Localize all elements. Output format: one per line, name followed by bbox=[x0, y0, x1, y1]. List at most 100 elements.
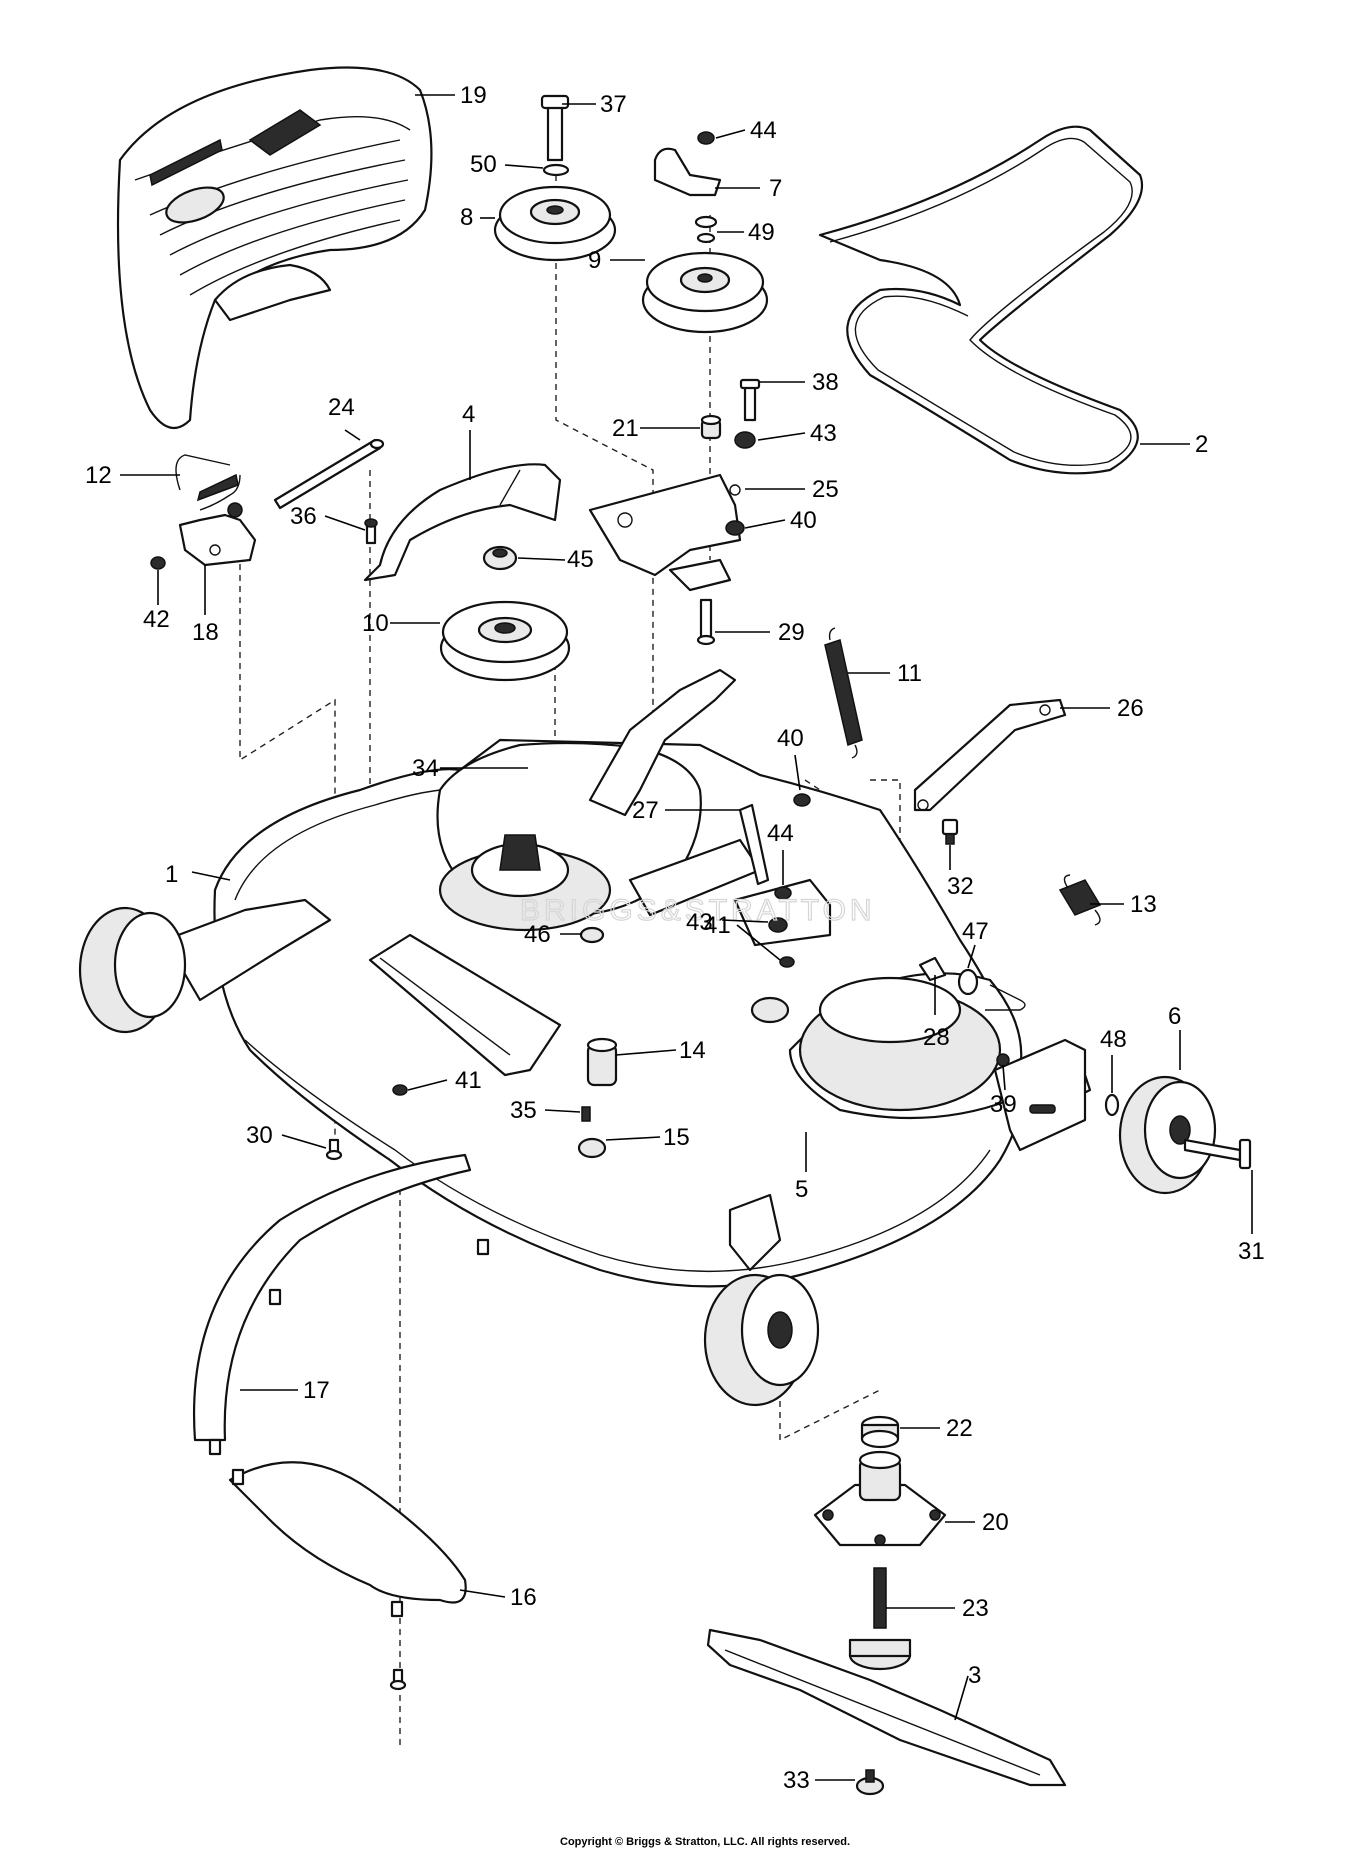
part-47-washer bbox=[957, 968, 979, 996]
part-3-blade bbox=[706, 1628, 1067, 1787]
part-label-8: 8 bbox=[460, 204, 473, 231]
leader-line-24 bbox=[344, 429, 361, 441]
part-15-nut bbox=[577, 1137, 607, 1159]
part-1-deck-housing bbox=[213, 668, 1092, 1288]
callouts: 1234567891011121314151617181920212223242… bbox=[85, 82, 1265, 1794]
part-42-nut bbox=[150, 556, 166, 570]
part-label-20: 20 bbox=[982, 1509, 1009, 1536]
part-label-26: 26 bbox=[1117, 695, 1144, 722]
part-label-40: 40 bbox=[790, 507, 817, 534]
part-label-22: 22 bbox=[946, 1415, 973, 1442]
part-44-nut-lower bbox=[774, 886, 792, 900]
part-2-belt bbox=[818, 125, 1144, 475]
leader-line-41 bbox=[407, 1079, 448, 1091]
part-19-discharge-chute bbox=[116, 66, 433, 430]
part-40-nut-lower bbox=[793, 793, 811, 807]
leader-line-14 bbox=[615, 1049, 677, 1056]
part-label-37: 37 bbox=[600, 91, 627, 118]
part-26-lift-link bbox=[913, 698, 1067, 812]
leader-line-15 bbox=[605, 1136, 661, 1141]
part-label-38: 38 bbox=[812, 369, 839, 396]
part-7-bracket bbox=[653, 147, 722, 197]
part-46-nut bbox=[579, 926, 605, 944]
part-38-bolt bbox=[739, 378, 761, 422]
part-37-bolt bbox=[540, 94, 570, 162]
part-17-baffle bbox=[193, 1153, 490, 1456]
part-31-bolt bbox=[1183, 1138, 1252, 1170]
part-23-spindle-shaft bbox=[848, 1567, 912, 1671]
part-label-32: 32 bbox=[947, 873, 974, 900]
part-label-35: 35 bbox=[510, 1097, 537, 1124]
leader-line-45 bbox=[517, 557, 566, 561]
part-label-2: 2 bbox=[1195, 431, 1208, 458]
leader-line-40 bbox=[794, 754, 801, 791]
part-label-39: 39 bbox=[990, 1091, 1017, 1118]
part-41-nut-lower bbox=[392, 1084, 408, 1096]
leader-line-43 bbox=[721, 919, 769, 923]
part-label-6: 6 bbox=[1168, 1003, 1181, 1030]
part-label-14: 14 bbox=[679, 1037, 706, 1064]
watermark-text: BRIGGS&STRATTON bbox=[520, 894, 876, 927]
part-48-washer bbox=[1104, 1093, 1120, 1117]
part-label-43: 43 bbox=[686, 909, 713, 936]
part-label-43: 43 bbox=[810, 420, 837, 447]
leader-line-36 bbox=[324, 515, 366, 531]
part-25-idler-arm bbox=[588, 473, 742, 592]
part-label-44: 44 bbox=[750, 117, 777, 144]
part-label-31: 31 bbox=[1238, 1238, 1265, 1265]
part-27-pin bbox=[738, 803, 770, 886]
leader-line-3 bbox=[954, 1675, 969, 1721]
part-29-bolt bbox=[696, 598, 716, 646]
part-label-48: 48 bbox=[1100, 1026, 1127, 1053]
part-label-5: 5 bbox=[795, 1176, 808, 1203]
part-13-spring bbox=[1058, 874, 1102, 926]
part-label-41: 41 bbox=[455, 1067, 482, 1094]
part-label-47: 47 bbox=[962, 918, 989, 945]
part-label-33: 33 bbox=[783, 1767, 810, 1794]
part-43-nut-upper bbox=[734, 431, 756, 449]
leader-line-30 bbox=[281, 1134, 327, 1149]
part-49-washer bbox=[694, 215, 718, 244]
part-label-49: 49 bbox=[748, 219, 775, 246]
front-gauge-wheel bbox=[703, 1273, 820, 1407]
part-label-23: 23 bbox=[962, 1595, 989, 1622]
part-43-nut-lower bbox=[768, 917, 788, 933]
baffle-bolt-bottom bbox=[389, 1668, 407, 1691]
part-8-idler-pulley bbox=[493, 185, 617, 262]
left-gauge-wheel bbox=[78, 898, 332, 1034]
hairpin-clip bbox=[985, 984, 1026, 1011]
leader-line-50 bbox=[504, 164, 544, 169]
part-44-nut-top bbox=[697, 131, 715, 145]
part-10-deck-pulley bbox=[439, 600, 571, 682]
part-18-bracket bbox=[178, 502, 257, 567]
part-label-10: 10 bbox=[362, 610, 389, 637]
part-label-1: 1 bbox=[165, 861, 178, 888]
part-label-42: 42 bbox=[143, 606, 170, 633]
part-label-50: 50 bbox=[470, 151, 497, 178]
part-24-rod bbox=[273, 438, 385, 510]
part-6-wheel bbox=[1118, 1075, 1217, 1195]
part-45-nut bbox=[482, 545, 518, 571]
part-label-41: 41 bbox=[704, 912, 731, 939]
part-21-spacer bbox=[700, 414, 722, 440]
part-11-spring bbox=[824, 627, 863, 759]
leader-line-16 bbox=[459, 1589, 506, 1598]
part-label-4: 4 bbox=[462, 401, 475, 428]
part-label-45: 45 bbox=[567, 546, 594, 573]
part-28-pivot bbox=[918, 956, 947, 982]
copyright-notice: Copyright © Briggs & Stratton, LLC. All … bbox=[560, 1836, 850, 1848]
part-label-12: 12 bbox=[85, 462, 112, 489]
leader-line-41 bbox=[736, 924, 781, 961]
part-label-44: 44 bbox=[767, 820, 794, 847]
part-50-washer bbox=[542, 163, 570, 177]
part-20-spindle-housing bbox=[813, 1450, 947, 1547]
part-label-16: 16 bbox=[510, 1584, 537, 1611]
part-14-roller bbox=[586, 1037, 618, 1087]
part-label-40: 40 bbox=[777, 725, 804, 752]
part-41-nut-upper bbox=[779, 956, 795, 968]
part-label-3: 3 bbox=[968, 1662, 981, 1689]
leader-line-35 bbox=[544, 1109, 581, 1113]
leader-line-39 bbox=[1002, 1064, 1006, 1091]
part-label-24: 24 bbox=[328, 394, 355, 421]
